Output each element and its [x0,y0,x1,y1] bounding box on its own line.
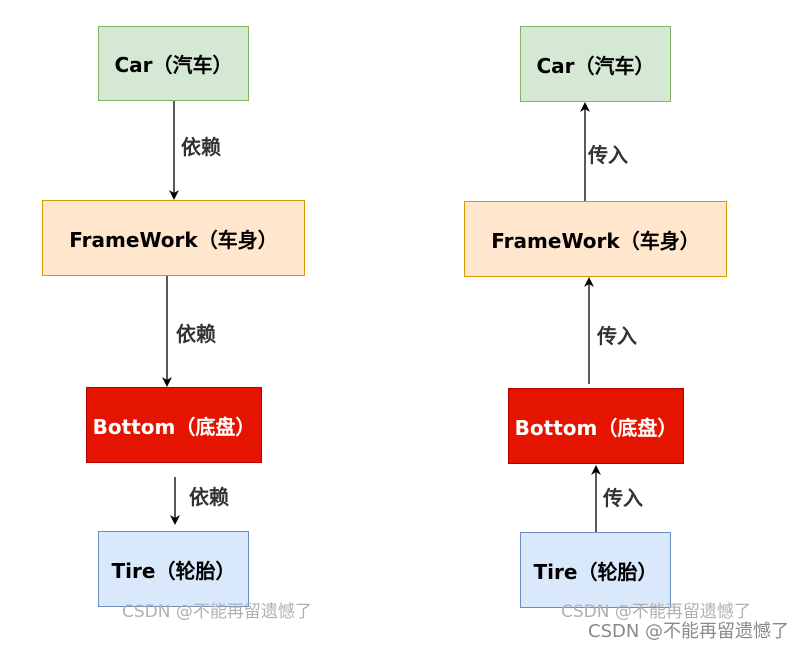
left-edge-label-2: 依赖 [176,322,216,346]
left-tire-node: Tire（轮胎） [98,531,249,607]
left-car-label: Car（汽车） [114,53,233,77]
right-edge-label-2: 传入 [597,324,637,348]
right-edge-label-1: 传入 [588,143,628,167]
watermark-corner: CSDN @不能再留遗憾了 [588,621,790,642]
right-car-node: Car（汽车） [520,26,671,102]
right-car-label: Car（汽车） [536,53,655,78]
watermark-left: CSDN @不能再留遗憾了 [122,602,312,622]
right-bottom-label: Bottom（底盘） [514,415,678,440]
right-tire-node: Tire（轮胎） [520,532,671,608]
left-framework-node: FrameWork（车身） [42,200,305,276]
right-edge-label-3: 传入 [603,486,643,510]
right-framework-label: FrameWork（车身） [491,228,700,253]
watermark-right: CSDN @不能再留遗憾了 [561,602,751,622]
right-bottom-node: Bottom（底盘） [508,388,684,464]
right-tire-label: Tire（轮胎） [533,559,658,584]
left-edge-label-3: 依赖 [189,485,229,509]
left-car-node: Car（汽车） [98,26,249,101]
left-edge-label-1: 依赖 [181,135,221,159]
right-framework-node: FrameWork（车身） [464,201,727,277]
left-framework-label: FrameWork（车身） [69,227,278,252]
left-tire-label: Tire（轮胎） [111,558,236,583]
left-bottom-label: Bottom（底盘） [92,414,256,439]
left-bottom-node: Bottom（底盘） [86,387,262,463]
